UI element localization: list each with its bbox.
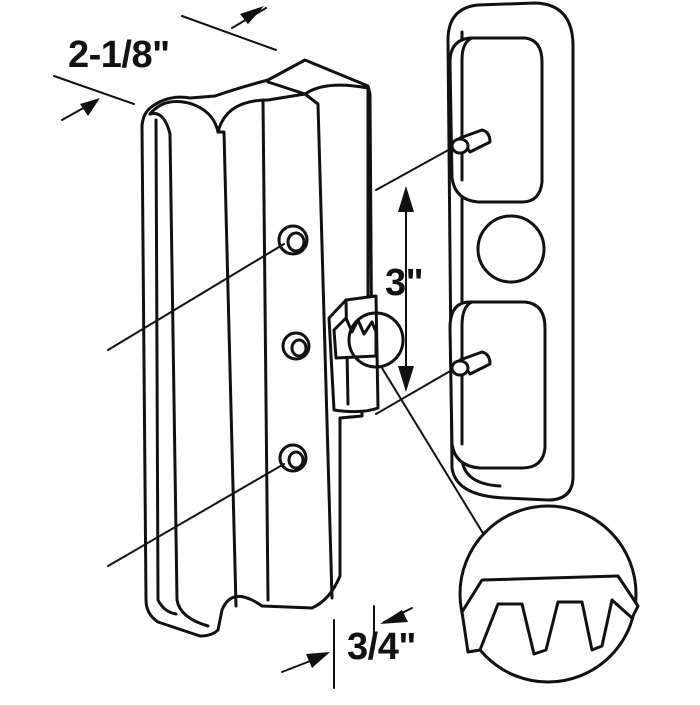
detail-teeth-profile [460, 574, 640, 656]
front-face-right-edge [303, 92, 334, 600]
lower-boss-face [460, 300, 474, 446]
upper-mounting-stud [450, 128, 492, 155]
arrowhead-spacing-bottom [398, 366, 414, 392]
upper-boss [448, 36, 544, 204]
grip-channel-outer [148, 111, 210, 628]
lower-mounting-stud [450, 350, 492, 377]
handle-outline [140, 58, 374, 638]
grip-lip-top [148, 100, 220, 134]
arrowhead-width-top [240, 6, 264, 24]
front-face-ridge [261, 98, 270, 602]
screw-hole-top [277, 224, 309, 256]
detail-marker-circle [347, 311, 405, 369]
back-plate [446, 1, 575, 502]
center-hole [476, 214, 546, 284]
arrowhead-spacing-top [398, 186, 414, 212]
dimension-width-label: 2-1/8" [68, 34, 170, 76]
arrowhead-width-bottom [80, 98, 100, 116]
detail-leader-line [381, 367, 493, 549]
grip-channel-inner [154, 118, 178, 616]
handle [140, 58, 380, 638]
screw-hole-middle [281, 331, 311, 361]
top-face [216, 83, 370, 134]
top-bevel [266, 80, 307, 96]
upper-stud-tip [450, 137, 470, 155]
dimension-lines [53, 6, 453, 689]
arrowhead-thick-right [380, 610, 408, 624]
lower-boss [448, 300, 547, 470]
lower-stud-tip [450, 359, 470, 377]
dimension-screw-spacing-label: 3" [385, 262, 424, 304]
screw-hole-bottom [278, 443, 308, 473]
upper-boss-body [448, 36, 544, 204]
upper-boss-face [460, 36, 474, 182]
lower-boss-body [448, 300, 547, 470]
arrowhead-thick-left [306, 652, 330, 668]
front-face-left-edge [216, 130, 238, 608]
detail-callout [347, 311, 640, 684]
dimension-thickness-label: 3/4" [347, 626, 416, 668]
